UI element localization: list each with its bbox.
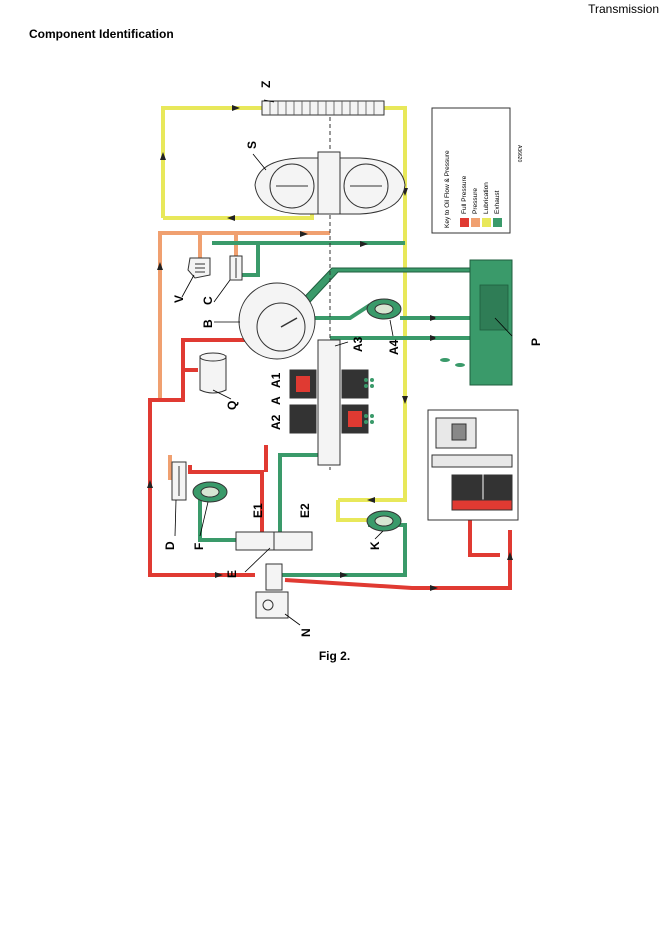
label-a3: A3	[351, 336, 365, 352]
label-a1: A1	[269, 372, 283, 388]
section-header: Transmission	[588, 2, 659, 16]
label-f: F	[192, 543, 206, 550]
valve-c	[229, 255, 243, 281]
oil-drops	[364, 316, 465, 424]
filter-f	[192, 481, 228, 503]
key-swatch-exhaust	[493, 218, 502, 227]
key-swatch-pressure	[471, 218, 480, 227]
label-a4: A4	[387, 339, 401, 355]
label-e: E	[225, 570, 239, 578]
filter-a4	[366, 298, 402, 320]
key-label-exhaust: Exhaust	[494, 190, 501, 214]
component-labels: Z S V C B A3 A4 A1 A A2 Q P D F E1 E2 E …	[163, 81, 543, 637]
page-title: Component Identification	[29, 27, 174, 41]
label-q: Q	[225, 401, 239, 410]
figure-caption: Fig 2.	[318, 649, 351, 663]
key-label-lubrication: Lubrication	[483, 182, 490, 214]
label-k: K	[368, 541, 382, 550]
accumulator-q	[199, 352, 227, 394]
key-ref-code: A36620	[516, 145, 522, 162]
label-e1: E1	[251, 503, 265, 518]
pump-b	[238, 282, 316, 360]
solenoid-block-e	[235, 531, 313, 551]
pressure-lines	[158, 231, 330, 480]
label-a: A	[269, 396, 283, 405]
valve-d	[171, 461, 187, 501]
label-a2: A2	[269, 414, 283, 430]
label-s: S	[245, 141, 259, 149]
filter-z	[261, 100, 385, 116]
label-e2: E2	[298, 503, 312, 518]
label-n: N	[299, 628, 313, 637]
key-title: Key to Oil Flow & Pressure	[444, 150, 451, 228]
regulator-n	[255, 563, 289, 619]
label-p: P	[529, 338, 543, 346]
label-z: Z	[259, 81, 273, 88]
clutch-cutaway-inset	[427, 409, 519, 521]
leader-lines	[174, 99, 513, 626]
key-label-full-pressure: Full Pressure	[461, 175, 468, 214]
valve-v	[187, 257, 211, 279]
key-swatch-lubrication	[482, 218, 491, 227]
label-d: D	[163, 541, 177, 550]
key-label-pressure: Pressure	[472, 188, 479, 214]
torque-converter-s	[254, 151, 406, 215]
oil-flow-key: Key to Oil Flow & Pressure Full Pressure…	[431, 107, 522, 234]
label-v: V	[172, 295, 186, 303]
label-c: C	[201, 296, 215, 305]
clutch-assembly-a	[289, 339, 369, 466]
filter-k	[366, 510, 402, 532]
key-swatch-full-pressure	[460, 218, 469, 227]
label-b: B	[201, 319, 215, 328]
